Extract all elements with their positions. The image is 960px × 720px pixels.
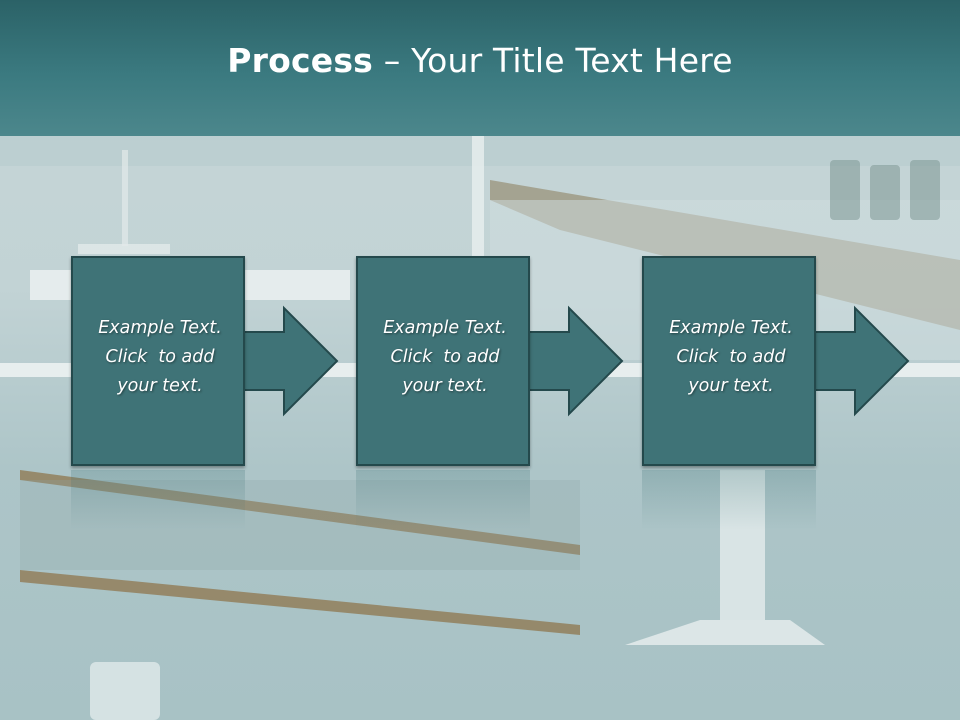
step-2-reflection	[356, 470, 530, 530]
step-1-arrow-icon	[240, 305, 339, 417]
step-3-line-2: Click to add	[676, 347, 786, 367]
step-1-text[interactable]: Example Text. Click to add your text.	[73, 314, 247, 401]
process-step-3[interactable]: Example Text. Click to add your text.	[642, 256, 910, 466]
slide-header: Process – Your Title Text Here	[0, 0, 960, 136]
title-bold: Process	[227, 40, 374, 80]
step-2-box[interactable]: Example Text. Click to add your text.	[356, 256, 530, 466]
title-rest: – Your Title Text Here	[373, 40, 733, 80]
step-1-line-2: Click to add	[105, 347, 215, 367]
step-2-arrow-icon	[525, 305, 624, 417]
step-2-text[interactable]: Example Text. Click to add your text.	[358, 314, 532, 401]
process-step-2[interactable]: Example Text. Click to add your text.	[356, 256, 624, 466]
step-3-line-1: Example Text.	[669, 318, 793, 338]
step-1-line-1: Example Text.	[98, 318, 222, 338]
step-1-line-3: your text.	[117, 376, 203, 396]
step-3-line-3: your text.	[688, 376, 774, 396]
process-step-1[interactable]: Example Text. Click to add your text.	[71, 256, 339, 466]
step-3-box[interactable]: Example Text. Click to add your text.	[642, 256, 816, 466]
step-3-reflection	[642, 470, 816, 530]
step-1-reflection	[71, 470, 245, 530]
slide-title[interactable]: Process – Your Title Text Here	[227, 41, 733, 80]
step-2-line-2: Click to add	[390, 347, 500, 367]
step-1-box[interactable]: Example Text. Click to add your text.	[71, 256, 245, 466]
step-2-line-3: your text.	[402, 376, 488, 396]
step-2-line-1: Example Text.	[383, 318, 507, 338]
step-3-text[interactable]: Example Text. Click to add your text.	[644, 314, 818, 401]
step-3-arrow-icon	[811, 305, 910, 417]
